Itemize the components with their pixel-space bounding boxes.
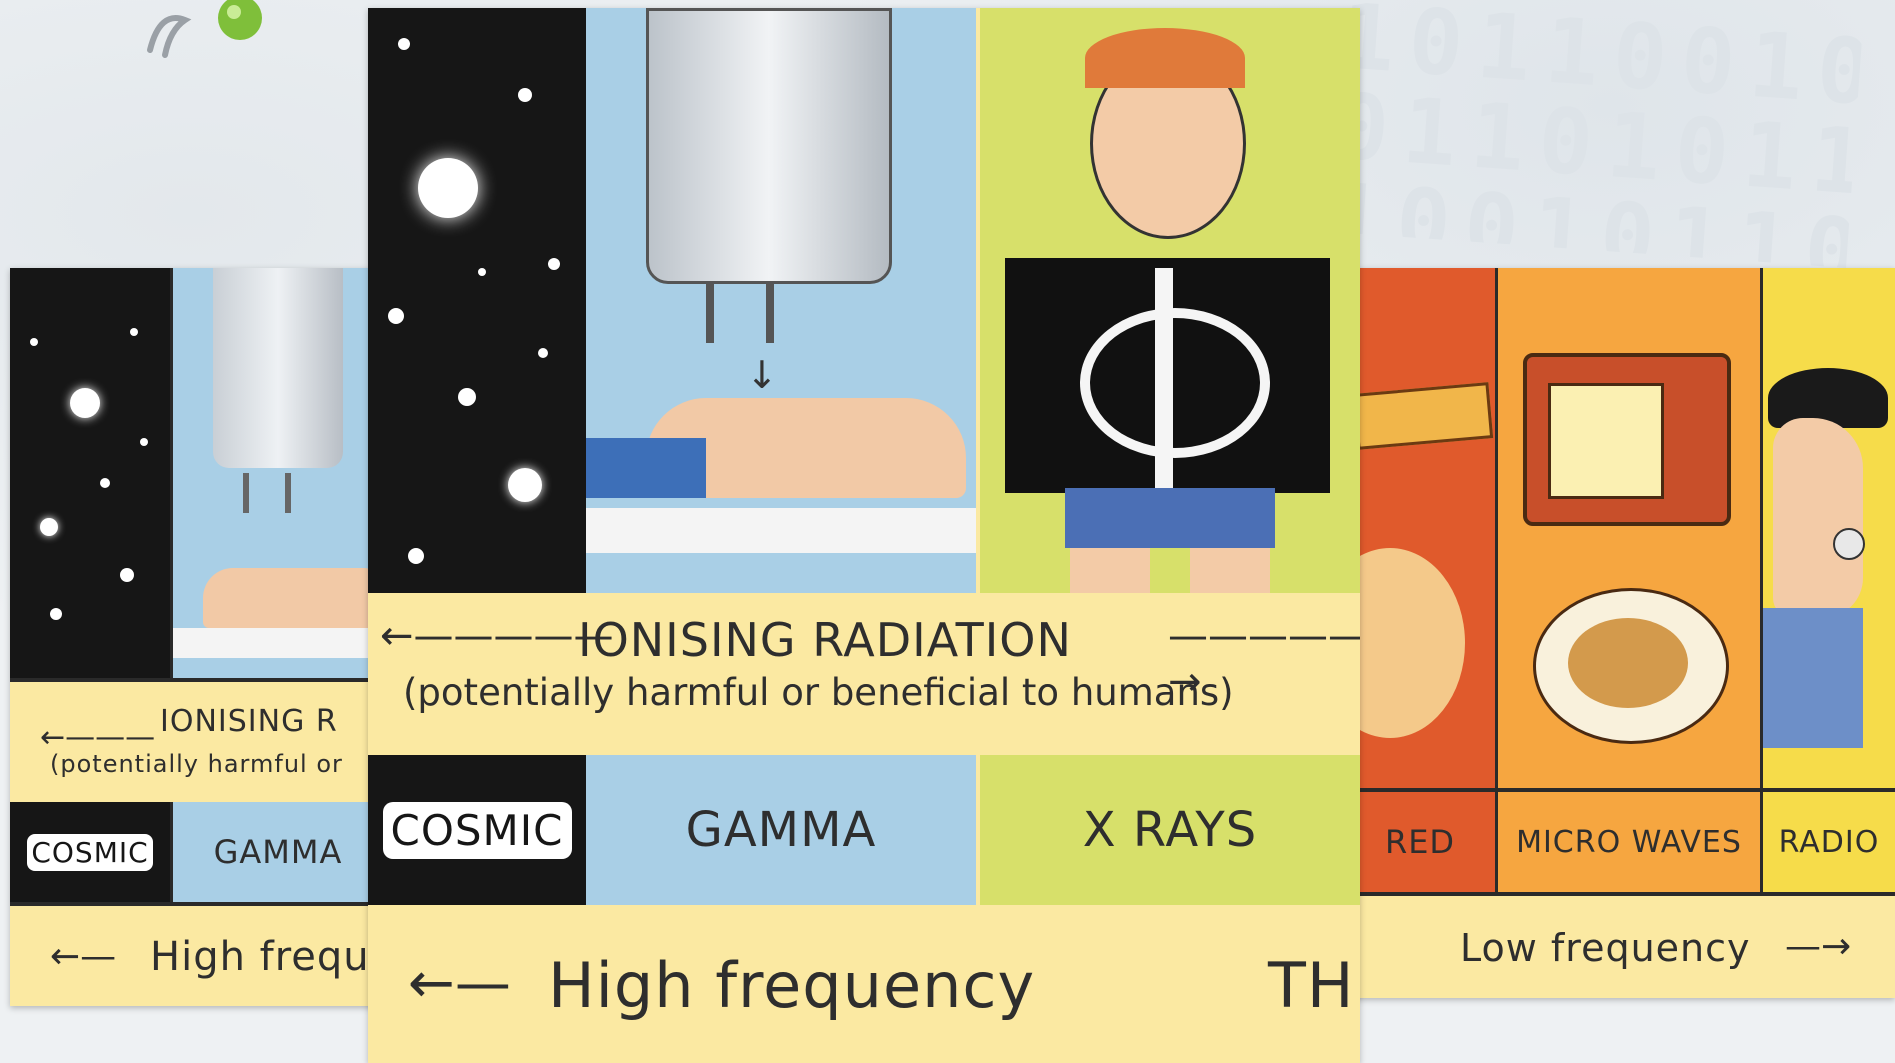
left-gamma-label-box: GAMMA bbox=[173, 802, 380, 902]
binary-watermark: 10110010 01101011 10010110 bbox=[1327, 0, 1862, 268]
left-frequency-arrow-icon: ←— bbox=[50, 936, 116, 977]
center-ionising-heading: IONISING RADIATION bbox=[578, 613, 1072, 667]
center-frequency-note: High frequency bbox=[548, 949, 1035, 1022]
center-cosmic-label-box: COSMIC bbox=[368, 755, 586, 905]
center-cosmic-label: COSMIC bbox=[383, 802, 572, 859]
center-gamma-label: GAMMA bbox=[686, 802, 877, 858]
right-radio-column bbox=[1763, 268, 1895, 788]
right-microwave-label-box: MICRO WAVES bbox=[1498, 792, 1760, 892]
left-spectrum-panel: IONISING R ←——— (potentially harmful or … bbox=[10, 268, 380, 1006]
center-frequency-strip: ←— High frequency TH bbox=[368, 911, 1360, 1063]
right-radio-label: RADIO bbox=[1779, 825, 1880, 860]
left-ionising-strip: IONISING R ←——— (potentially harmful or bbox=[10, 682, 380, 802]
left-cosmic-label: COSMIC bbox=[27, 834, 152, 871]
left-cosmic-label-box: COSMIC bbox=[10, 802, 170, 902]
center-xray-label-box: X RAYS bbox=[980, 755, 1360, 905]
right-microwave-label: MICRO WAVES bbox=[1516, 825, 1742, 860]
right-frequency-arrow-icon: —→ bbox=[1785, 926, 1851, 967]
center-gamma-column: ↓ bbox=[586, 8, 976, 593]
right-spectrum-panel: RED MICRO WAVES RADIO Low frequency —→ bbox=[1345, 268, 1895, 998]
center-frequency-arrow-icon: ←— bbox=[408, 951, 511, 1016]
right-infrared-label: RED bbox=[1385, 823, 1455, 861]
left-frequency-note: High frequ bbox=[150, 934, 370, 980]
center-cosmic-column bbox=[368, 8, 586, 593]
right-radio-label-box: RADIO bbox=[1763, 792, 1895, 892]
center-trailing-text: TH bbox=[1268, 949, 1355, 1022]
center-ionising-strip: ←————— IONISING RADIATION —————→ (potent… bbox=[368, 593, 1360, 755]
right-infrared-column bbox=[1345, 268, 1495, 788]
center-xray-label: X RAYS bbox=[1083, 802, 1257, 858]
left-ionising-subheading: (potentially harmful or bbox=[50, 750, 343, 778]
center-spectrum-panel: ↓ ←————— IONISING RADIATION —————→ (pote… bbox=[368, 8, 1360, 1063]
logo-icon bbox=[140, 0, 280, 60]
left-frequency-strip: ←— High frequ bbox=[10, 906, 380, 1006]
right-microwave-column bbox=[1498, 268, 1760, 788]
left-ionising-heading: IONISING R bbox=[160, 704, 338, 739]
center-xray-column bbox=[980, 8, 1360, 593]
center-gamma-label-box: GAMMA bbox=[586, 755, 976, 905]
left-gamma-column bbox=[173, 268, 380, 678]
left-cosmic-column bbox=[10, 268, 170, 678]
down-arrow-icon: ↓ bbox=[746, 353, 778, 397]
right-frequency-note: Low frequency bbox=[1460, 926, 1751, 970]
center-ionising-subheading: (potentially harmful or beneficial to hu… bbox=[403, 671, 1234, 714]
left-gamma-label: GAMMA bbox=[214, 833, 343, 871]
right-infrared-label-box: RED bbox=[1345, 792, 1495, 892]
right-frequency-strip: Low frequency —→ bbox=[1345, 896, 1895, 998]
